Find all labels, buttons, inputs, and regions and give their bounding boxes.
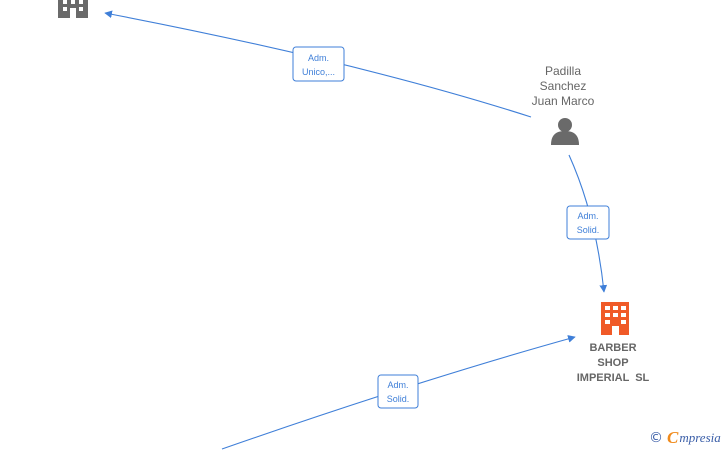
edge-label-line: Solid.	[577, 225, 600, 235]
copyright-icon: ©	[649, 430, 663, 446]
top-company-node[interactable]	[58, 0, 88, 18]
person-name-line: Padilla	[545, 64, 581, 78]
person-name-line: Juan Marco	[532, 94, 595, 108]
edge-label-adm-solid-offscreen[interactable]: Adm. Solid.	[377, 374, 419, 409]
building-icon	[58, 0, 88, 18]
edge-label-line: Adm.	[387, 380, 408, 390]
person-icon	[551, 118, 579, 145]
brand-logo-initial: C	[667, 428, 679, 447]
edge-label-line: Unico,...	[302, 67, 335, 77]
person-name-line: Sanchez	[540, 79, 587, 93]
edge-label-line: Solid.	[387, 394, 410, 404]
edge-label-line: Adm.	[308, 53, 329, 63]
company-name-line: SHOP	[597, 357, 628, 369]
building-icon	[601, 302, 629, 335]
brand-logo-text: mpresia	[679, 430, 721, 445]
company-name-line: IMPERIAL SL	[577, 372, 650, 384]
edge-label-line: Adm.	[577, 211, 598, 221]
focus-company-node[interactable]: BARBER SHOP IMPERIAL SL	[577, 302, 650, 384]
edge-label-adm-solid-person[interactable]: Adm. Solid.	[566, 205, 610, 240]
empresia-watermark[interactable]: © C mpresia	[649, 428, 721, 447]
edge-label-adm-unico[interactable]: Adm. Unico,...	[292, 46, 345, 82]
company-name-line: BARBER	[589, 342, 636, 354]
person-node[interactable]: Padilla Sanchez Juan Marco	[532, 64, 595, 145]
